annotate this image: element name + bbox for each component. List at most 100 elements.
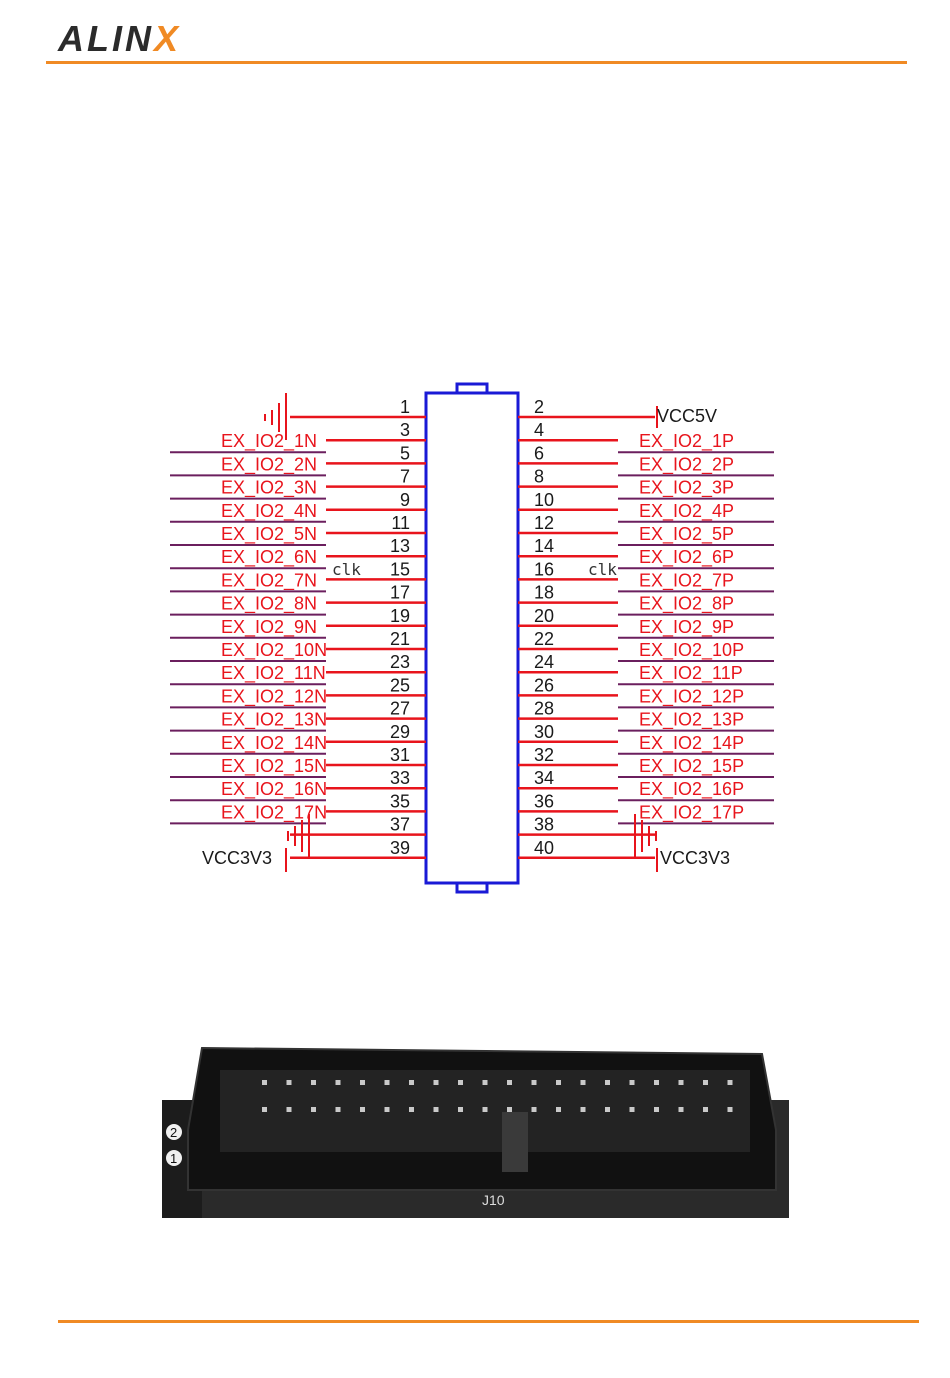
right-pin-number: 34 xyxy=(534,768,554,788)
connector-key-top xyxy=(455,382,489,395)
pin1-marker xyxy=(166,1150,182,1166)
power-label-vcc3v3-right: VCC3V3 xyxy=(660,848,730,868)
header-pin xyxy=(678,1107,684,1112)
left-pin-number: 7 xyxy=(400,467,410,487)
left-pin-number: 11 xyxy=(391,513,410,533)
right-net-label: EX_IO2_2P xyxy=(639,454,734,475)
right-pin-number: 6 xyxy=(534,443,544,463)
connector-photo: 2 1 J10 xyxy=(162,1040,789,1218)
right-net-label: EX_IO2_3P xyxy=(639,478,734,499)
header-pin xyxy=(654,1107,659,1112)
left-net-label: EX_IO2_1N xyxy=(221,431,317,452)
header-divider xyxy=(46,61,907,64)
right-net-label: EX_IO2_13P xyxy=(639,710,744,731)
header-pin xyxy=(360,1107,365,1112)
clk-label-right: clk xyxy=(588,560,617,579)
right-pin-number: 24 xyxy=(534,652,554,672)
header-pin xyxy=(703,1080,708,1085)
left-pin-number: 5 xyxy=(400,443,410,463)
right-net-label: EX_IO2_16P xyxy=(639,779,744,800)
right-net-label: EX_IO2_9P xyxy=(639,617,734,638)
right-pin-number: 32 xyxy=(534,745,554,765)
left-net-label: EX_IO2_17N xyxy=(221,802,327,823)
left-pin-number: 29 xyxy=(390,722,410,742)
right-net-label: EX_IO2_12P xyxy=(639,686,744,707)
header-pin xyxy=(727,1107,733,1112)
left-net-label: EX_IO2_15N xyxy=(221,756,327,777)
left-pin-number: 15 xyxy=(390,559,410,579)
right-pin-number: 26 xyxy=(534,675,554,695)
header-pin xyxy=(727,1080,733,1085)
right-net-label: EX_IO2_8P xyxy=(639,594,734,615)
clk-label-left: clk xyxy=(332,560,361,579)
header-pin xyxy=(482,1107,488,1112)
left-pin-number: 25 xyxy=(390,675,410,695)
right-net-label: EX_IO2_14P xyxy=(639,733,744,754)
header-pin xyxy=(262,1107,267,1112)
power-label-vcc3v3-left: VCC3V3 xyxy=(202,848,272,868)
left-net-label: EX_IO2_16N xyxy=(221,779,327,800)
left-net-label: EX_IO2_14N xyxy=(221,733,327,754)
left-net-label: EX_IO2_3N xyxy=(221,478,317,499)
pin2-marker xyxy=(166,1124,182,1140)
header-pin xyxy=(409,1080,414,1085)
right-pin-number: 30 xyxy=(534,722,554,742)
pin2-silk-label: 2 xyxy=(170,1125,177,1140)
left-pin-number: 19 xyxy=(390,606,410,626)
right-pin-number: 12 xyxy=(534,513,554,533)
right-net-label: EX_IO2_7P xyxy=(639,570,734,591)
header-pin xyxy=(433,1080,439,1085)
right-pin-number: 16 xyxy=(534,559,554,579)
left-net-label: EX_IO2_11N xyxy=(221,663,326,684)
right-pin-number: 8 xyxy=(534,467,544,487)
header-polarity-key xyxy=(502,1112,528,1172)
footer-divider xyxy=(58,1320,919,1323)
left-pin-number: 21 xyxy=(390,629,410,649)
left-pin-number: 27 xyxy=(390,699,410,719)
left-net-label: EX_IO2_8N xyxy=(221,594,317,615)
pin1-silk-label: 1 xyxy=(170,1151,177,1166)
header-pin xyxy=(458,1080,463,1085)
left-net-label: EX_IO2_9N xyxy=(221,617,317,638)
header-pin xyxy=(703,1107,708,1112)
left-pin-number: 3 xyxy=(400,420,410,440)
logo-accent-text: X xyxy=(154,18,182,59)
right-net-label: EX_IO2_4P xyxy=(639,501,734,522)
right-pin-number: 40 xyxy=(534,838,554,858)
header-pin xyxy=(384,1107,390,1112)
power-label-vcc5v: VCC5V xyxy=(657,406,717,426)
right-pin-number: 28 xyxy=(534,699,554,719)
left-pin-number: 39 xyxy=(390,838,410,858)
header-pin xyxy=(531,1107,537,1112)
header-pin xyxy=(605,1080,610,1085)
right-net-label: EX_IO2_17P xyxy=(639,802,744,823)
header-pin xyxy=(458,1107,463,1112)
right-net-label: EX_IO2_15P xyxy=(639,756,744,777)
right-pin-number: 38 xyxy=(534,815,554,835)
left-net-label: EX_IO2_7N xyxy=(221,570,317,591)
header-pins xyxy=(262,1080,733,1112)
header-pin xyxy=(678,1080,684,1085)
header-pin xyxy=(482,1080,488,1085)
ground-symbol-pin1 xyxy=(264,393,287,440)
header-pin xyxy=(335,1107,341,1112)
right-pin-number: 10 xyxy=(534,490,554,510)
right-pin-number: 20 xyxy=(534,606,554,626)
header-pin xyxy=(531,1080,537,1085)
header-pin xyxy=(580,1080,586,1085)
ground-symbol-left-bottom xyxy=(285,814,310,872)
right-pin-number: 2 xyxy=(534,397,544,417)
left-net-label: EX_IO2_10N xyxy=(221,640,327,661)
header-pin xyxy=(262,1080,267,1085)
right-pin-number: 4 xyxy=(534,420,544,440)
header-pin xyxy=(629,1080,635,1085)
header-pin xyxy=(286,1107,292,1112)
header-pin xyxy=(286,1080,292,1085)
header-pin xyxy=(556,1080,561,1085)
left-pin-number: 23 xyxy=(390,652,410,672)
right-pin-number: 36 xyxy=(534,791,554,811)
alinx-logo: ALINX xyxy=(58,18,181,60)
header-pin xyxy=(360,1080,365,1085)
left-pin-number: 1 xyxy=(400,397,410,417)
